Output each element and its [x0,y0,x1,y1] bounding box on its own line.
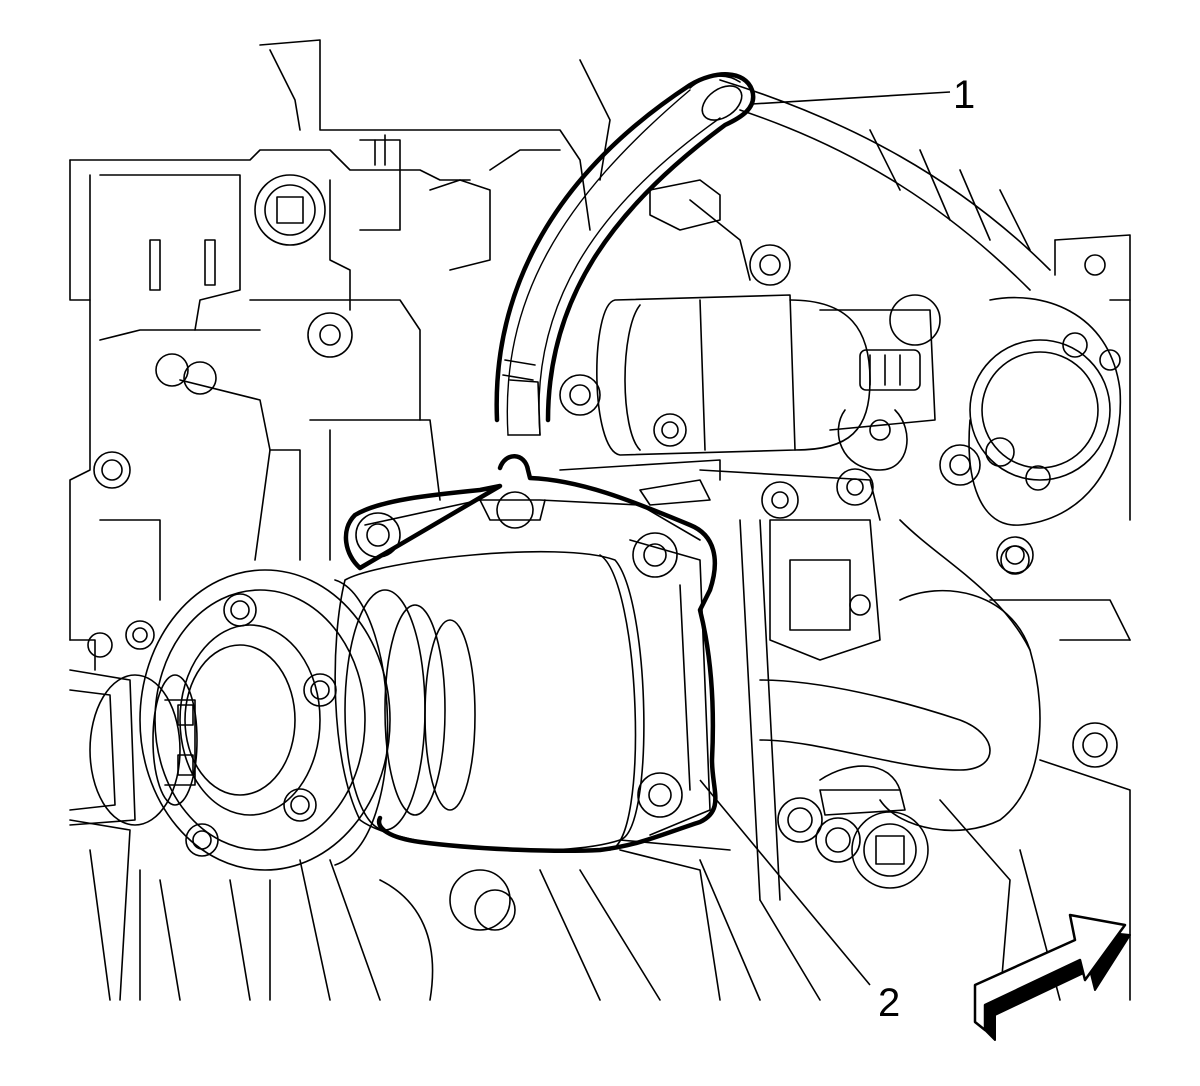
propeller-shaft [69,669,198,826]
callout-1-label: 1 [953,73,975,117]
callout-leaders [699,91,951,986]
transfer-unit-body [309,374,721,852]
vent-hose-highlight [494,72,756,423]
callout-2-label: 2 [878,981,900,1025]
leader-line-1 [751,91,951,105]
lower-background-outline [69,819,821,1001]
starter-motor [596,294,941,471]
vent-hose [502,75,743,436]
front-direction-arrow-icon [973,913,1131,1041]
right-case-housing [899,296,1131,1001]
shaft-flange [125,569,391,871]
transfer-unit-highlight [343,454,718,853]
actuator-assembly [699,468,1041,1001]
leader-line-2 [699,779,871,986]
background-engine-outline [69,39,1131,671]
